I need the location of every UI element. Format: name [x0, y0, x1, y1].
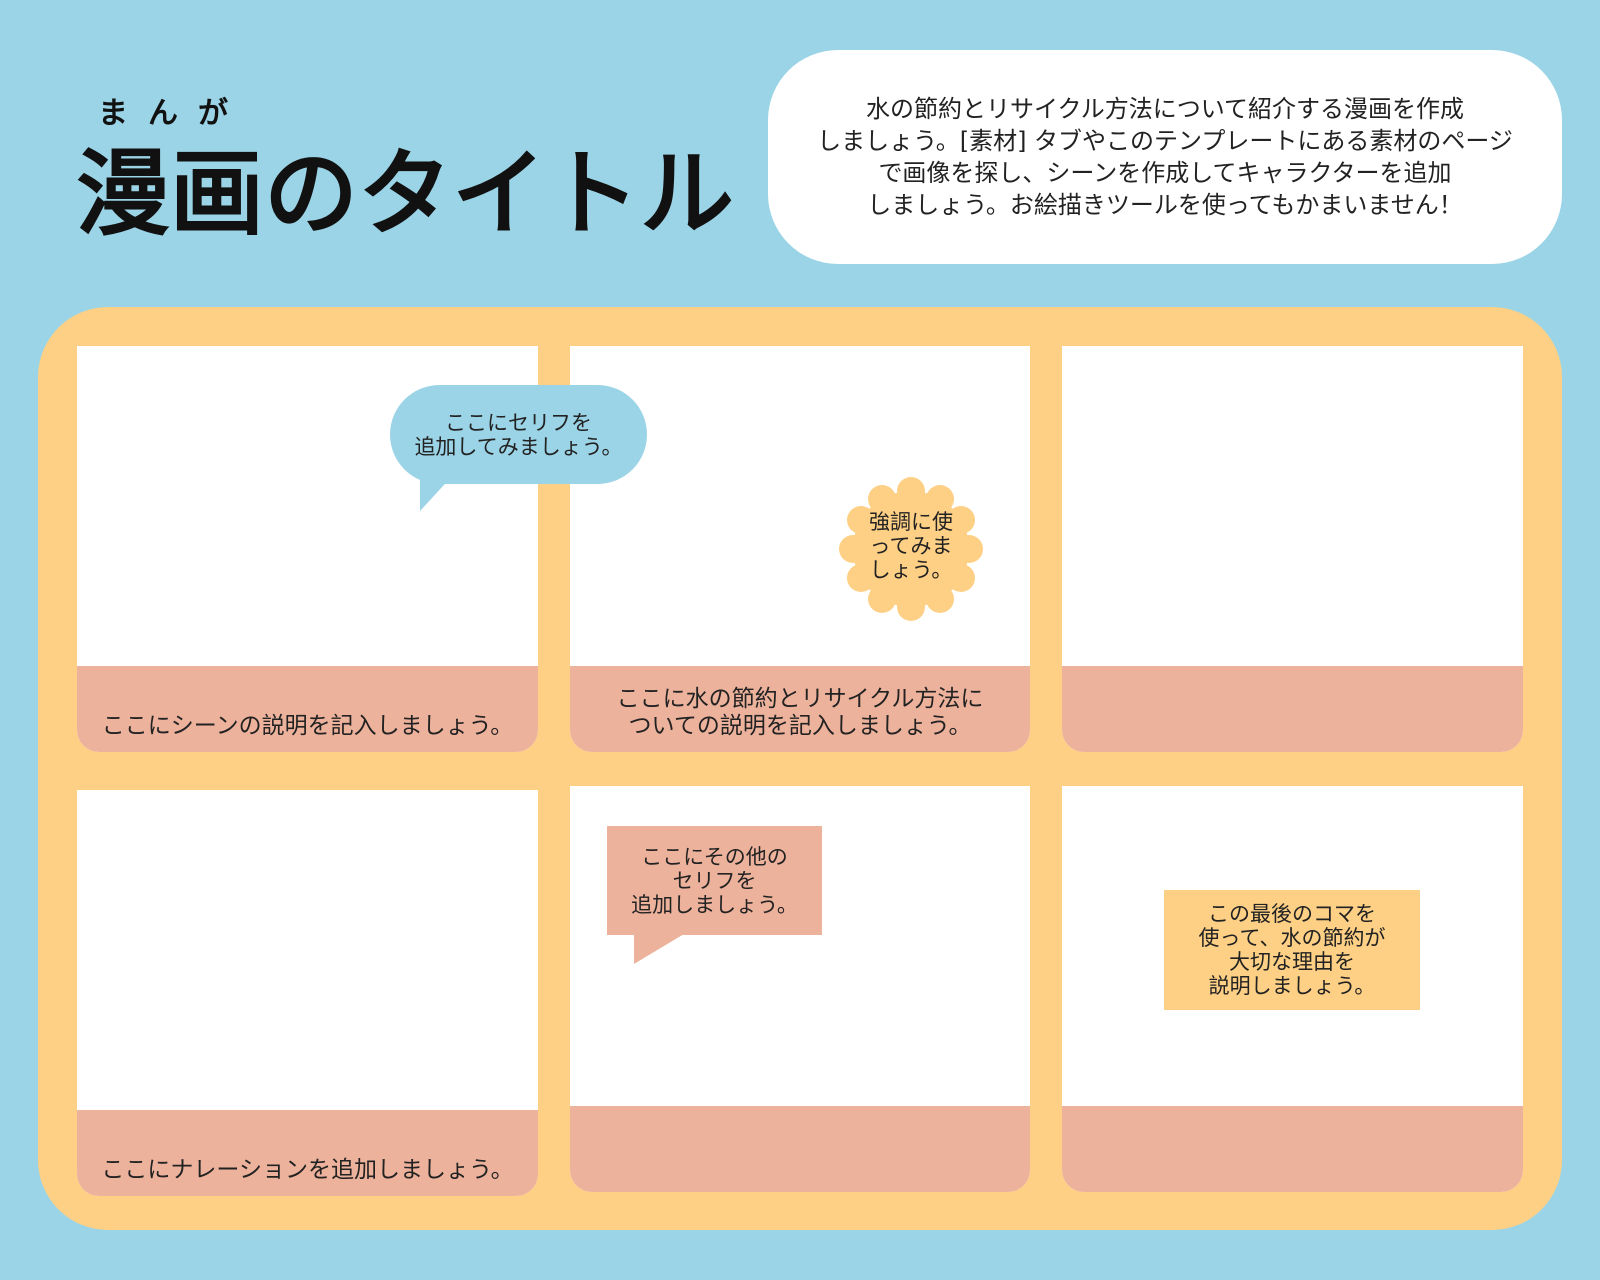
- final-panel-note[interactable]: この最後のコマを 使って、水の節約が 大切な理由を 説明しましょう。: [1164, 890, 1420, 1010]
- speech-bubble-salmon-text[interactable]: ここにその他の セリフを 追加しましょう。: [631, 844, 798, 917]
- final-panel-note-text[interactable]: この最後のコマを 使って、水の節約が 大切な理由を 説明しましょう。: [1198, 902, 1386, 998]
- instructions-text: 水の節約とリサイクル方法について紹介する漫画を作成 しましょう。[素材] タブや…: [817, 95, 1513, 219]
- title-ruby: まんが: [98, 96, 248, 131]
- instructions-box: 水の節約とリサイクル方法について紹介する漫画を作成 しましょう。[素材] タブや…: [768, 50, 1562, 264]
- speech-bubble-blue[interactable]: ここにセリフを 追加してみましょう。: [390, 385, 647, 484]
- speech-bubble-salmon[interactable]: ここにその他の セリフを 追加しましょう。: [607, 826, 822, 935]
- burst-shape: [839, 477, 983, 621]
- comic-panel-3[interactable]: [1062, 346, 1523, 752]
- panel-2-caption-box: ここに水の節約とリサイクル方法に ついての説明を記入しましょう。: [570, 666, 1030, 752]
- comic-panel-4[interactable]: ここにナレーションを追加しましょう。: [77, 790, 538, 1196]
- panel-4-caption[interactable]: ここにナレーションを追加しましょう。: [101, 1157, 514, 1183]
- comic-panel-1[interactable]: ここにシーンの説明を記入しましょう。: [77, 346, 538, 752]
- panel-4-caption-box: ここにナレーションを追加しましょう。: [77, 1110, 538, 1196]
- panel-6-caption-box: [1062, 1106, 1523, 1192]
- panel-5-caption-box: [570, 1106, 1030, 1192]
- panel-1-caption-box: ここにシーンの説明を記入しましょう。: [77, 666, 538, 752]
- emphasis-burst-text[interactable]: 強調に使 ってみま しょう。: [869, 510, 953, 582]
- panel-1-caption[interactable]: ここにシーンの説明を記入しましょう。: [101, 713, 514, 739]
- panel-3-caption-box: [1062, 666, 1523, 752]
- page-title: 漫画のタイトル: [76, 140, 735, 249]
- emphasis-burst-bubble[interactable]: 強調に使 ってみま しょう。: [836, 474, 986, 624]
- speech-bubble-blue-text[interactable]: ここにセリフを 追加してみましょう。: [414, 410, 623, 459]
- panel-2-caption[interactable]: ここに水の節約とリサイクル方法に ついての説明を記入しましょう。: [616, 686, 984, 739]
- speech-bubble-salmon-tail: [634, 934, 684, 964]
